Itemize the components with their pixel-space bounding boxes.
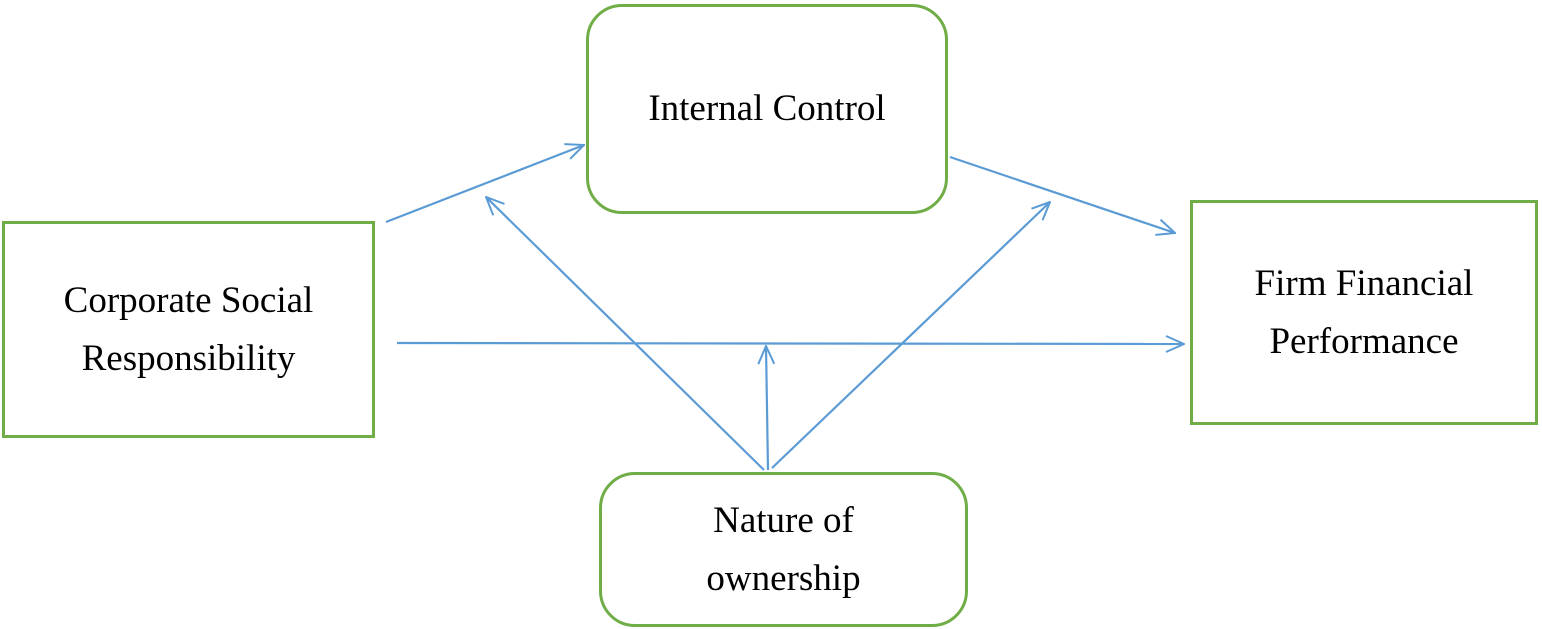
- arrow-ownership-moderates-ic-ffp: [771, 202, 1050, 469]
- node-ffp-line2: Performance: [1269, 320, 1459, 362]
- arrow-internal-control-to-ffp: [949, 155, 1175, 233]
- node-csr-line1: Corporate Social: [63, 279, 314, 321]
- arrow-csr-to-internal-control: [385, 145, 584, 224]
- node-csr-line2: Responsibility: [81, 337, 296, 379]
- arrow-ownership-moderates-csr-ic: [486, 197, 765, 471]
- node-firm-financial-performance: Firm Financial Performance: [1190, 200, 1538, 425]
- node-ffp-line1: Firm Financial: [1254, 262, 1474, 304]
- node-corporate-social-responsibility: Corporate Social Responsibility: [2, 221, 375, 438]
- node-internal-control-label: Internal Control: [648, 88, 886, 129]
- node-ownership-line2: ownership: [706, 557, 861, 599]
- arrow-ownership-moderates-csr-ffp: [766, 346, 768, 471]
- arrow-csr-to-ffp: [396, 343, 1184, 344]
- node-internal-control: Internal Control: [586, 4, 948, 214]
- node-nature-of-ownership: Nature of ownership: [599, 472, 968, 627]
- node-ownership-line1: Nature of: [713, 499, 854, 541]
